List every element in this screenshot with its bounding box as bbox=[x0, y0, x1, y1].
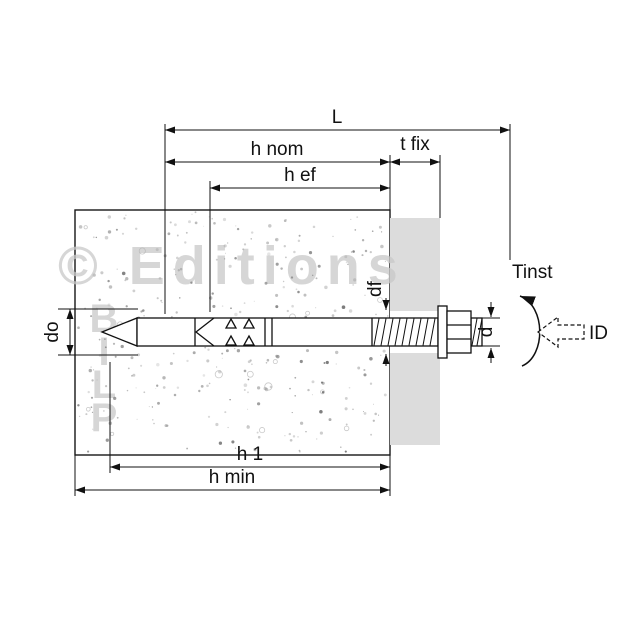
label-df: df bbox=[365, 280, 386, 297]
id-arrow bbox=[537, 315, 585, 349]
label-tinst: Tinst bbox=[512, 262, 553, 283]
washer bbox=[437, 305, 448, 359]
dimension-lines bbox=[66, 126, 510, 494]
expansion-clip bbox=[194, 317, 215, 347]
label-h-nom: h nom bbox=[251, 139, 304, 160]
label-d: d bbox=[476, 327, 497, 338]
label-h-ef: h ef bbox=[284, 165, 316, 186]
dimension-labels: L h nom t fix h ef h 1 h min do df d bbox=[42, 107, 497, 488]
label-do: do bbox=[42, 321, 63, 342]
anchor-body bbox=[136, 317, 439, 347]
hex-nut bbox=[446, 310, 472, 354]
thread-hatch bbox=[373, 318, 483, 346]
label-L: L bbox=[332, 107, 343, 128]
torque-arrow bbox=[519, 295, 541, 367]
anchor-bolt bbox=[100, 305, 483, 359]
label-h1: h 1 bbox=[237, 444, 263, 465]
label-id: ID bbox=[589, 323, 608, 344]
label-t-fix: t fix bbox=[400, 134, 430, 155]
label-h-min: h min bbox=[209, 467, 255, 488]
clip-triangle-marks bbox=[224, 317, 256, 346]
extension-lines bbox=[74, 124, 511, 496]
watermark-text-horizontal: © Editions bbox=[58, 236, 406, 296]
